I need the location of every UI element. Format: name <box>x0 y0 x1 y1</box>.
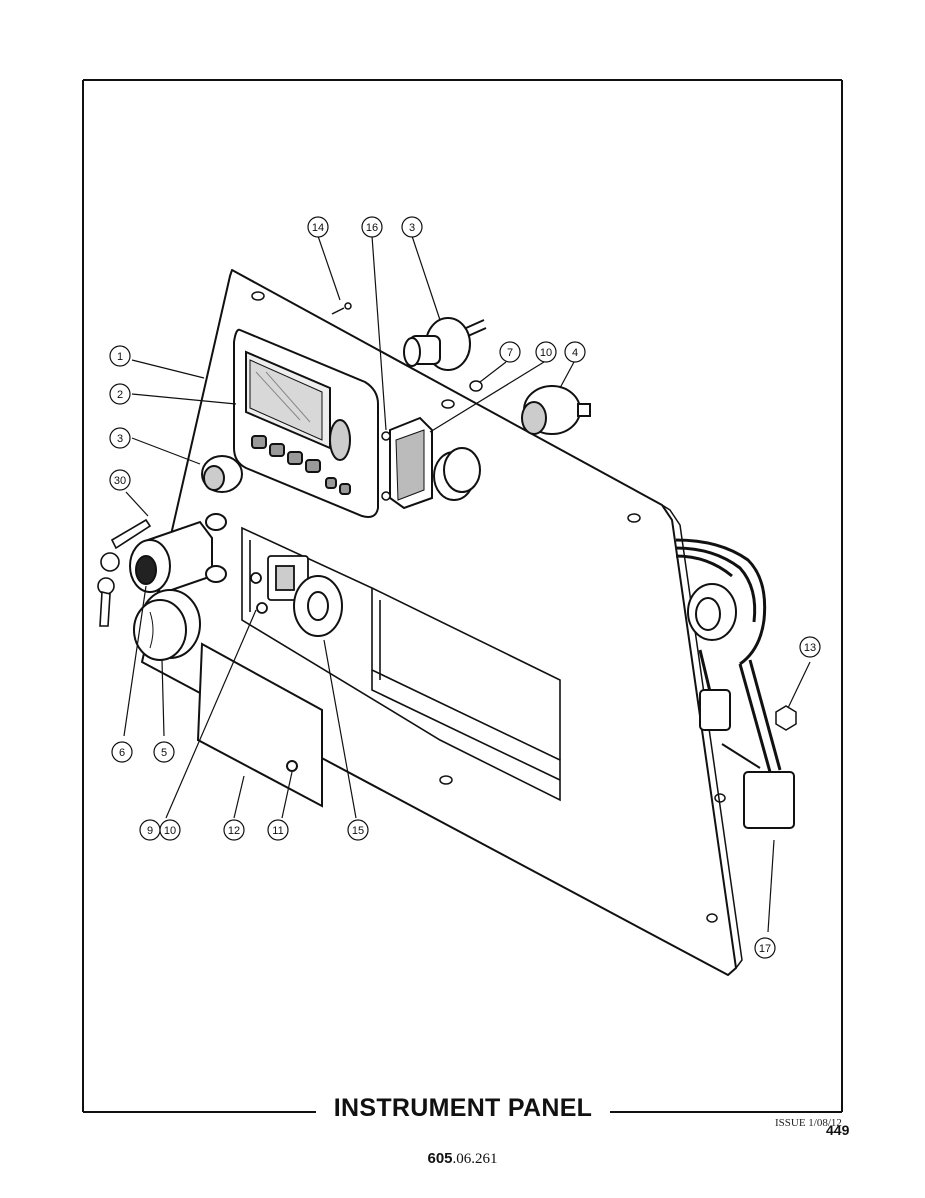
rotary-switch-top <box>403 317 487 371</box>
wiring-harness <box>675 538 782 773</box>
callout-label-c6: 6 <box>119 747 125 759</box>
document-number-bold: 605 <box>427 1150 453 1167</box>
callout-circle-c15 <box>347 819 369 841</box>
harness-connectors <box>687 583 795 829</box>
page-number: 449 <box>826 1122 850 1138</box>
callout-label-c3a: 3 <box>409 222 415 234</box>
buzzer <box>521 385 591 435</box>
callout-label-c1: 1 <box>117 351 123 363</box>
callout-circle-c5 <box>153 741 175 763</box>
callout-label-c15: 15 <box>352 825 364 837</box>
page-title: INSTRUMENT PANEL <box>333 1094 593 1122</box>
callout-label-c12: 12 <box>228 825 240 837</box>
callout-label-c5: 5 <box>161 747 167 759</box>
callout-circle-c17 <box>754 937 776 959</box>
callout-label-c10b: 10 <box>164 825 176 837</box>
leader-lines <box>123 235 811 933</box>
callout-label-c7: 7 <box>507 347 513 359</box>
callout-label-c2: 2 <box>117 389 123 401</box>
callout-circle-c10b <box>159 819 181 841</box>
keys <box>97 518 152 627</box>
panel-cutout <box>241 526 561 802</box>
callout-circle-c16 <box>361 216 383 238</box>
page-border <box>82 79 843 1113</box>
nut-7 <box>469 380 483 392</box>
display-unit <box>233 328 379 518</box>
callout-circle-c1 <box>109 345 131 367</box>
callout-circle-c11 <box>267 819 289 841</box>
rotary-switch-left <box>201 455 243 493</box>
callout-circle-c4 <box>564 341 586 363</box>
callout-circle-c7 <box>499 341 521 363</box>
document-number: 605.06.261 <box>0 1150 925 1168</box>
screw-14 <box>331 302 352 315</box>
callout-label-c14: 14 <box>312 222 324 234</box>
cover-plate <box>196 642 323 808</box>
rotary-knob <box>133 589 201 661</box>
callout-label-c17: 17 <box>759 943 771 955</box>
callout-circle-c6 <box>111 741 133 763</box>
issue-label: ISSUE 1/08/12 <box>775 1117 842 1129</box>
callout-circle-c2 <box>109 383 131 405</box>
callout-label-c4: 4 <box>572 347 578 359</box>
callout-circle-c12 <box>223 819 245 841</box>
callout-circle-c13 <box>799 636 821 658</box>
callout-label-c30: 30 <box>114 475 126 487</box>
callout-label-c16: 16 <box>366 222 378 234</box>
callout-circle-c30 <box>109 469 131 491</box>
callout-label-c11: 11 <box>272 825 283 837</box>
screws-16 <box>381 431 391 501</box>
nut-13 <box>775 705 797 731</box>
callout-circle-c3b <box>109 427 131 449</box>
callout-circle-c10a <box>535 341 557 363</box>
document-number-rest: .06.261 <box>452 1151 498 1167</box>
callout-circle-c3a <box>401 216 423 238</box>
connector-bracket <box>389 416 481 510</box>
ring-15 <box>293 575 343 637</box>
key-switch <box>129 513 227 596</box>
callout-label-c3b: 3 <box>117 433 123 445</box>
callout-label-c13: 13 <box>804 642 816 654</box>
callout-label-c10a: 10 <box>540 347 552 359</box>
callout-circle-c14 <box>307 216 329 238</box>
callout-label-c9: 9 <box>147 825 153 837</box>
